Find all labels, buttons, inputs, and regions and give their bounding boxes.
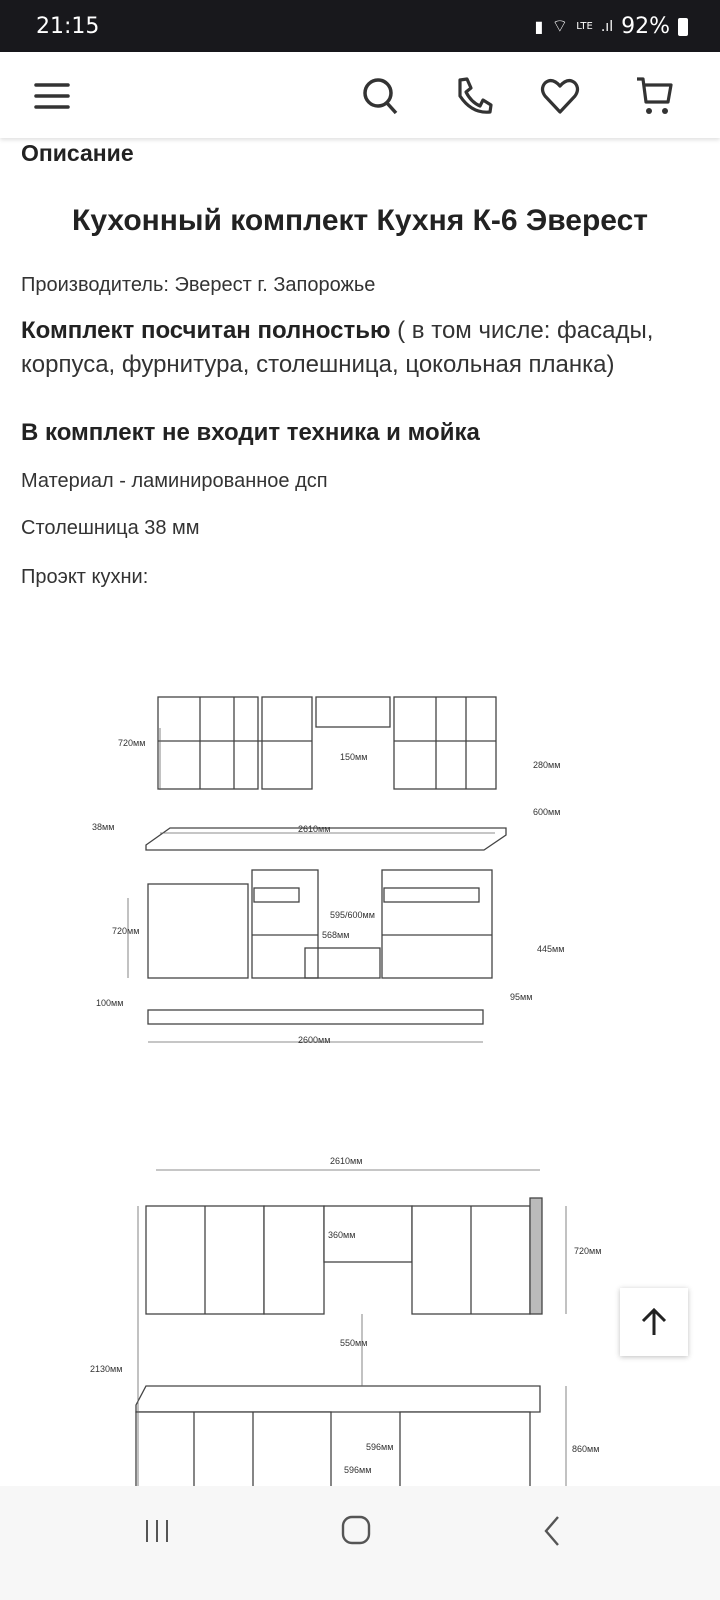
section-title: Описание (21, 140, 134, 166)
menu-icon[interactable] (30, 74, 74, 118)
dim-gap: 150мм (340, 752, 367, 762)
dim-lower-depth: 445мм (537, 944, 564, 954)
battery-icon (678, 17, 688, 36)
dim-plinth-height: 95мм (510, 992, 532, 1002)
status-time: 21:15 (36, 14, 100, 39)
scroll-to-top-button[interactable] (620, 1288, 688, 1356)
cart-icon[interactable] (634, 74, 678, 118)
dim-lower-height: 720мм (112, 926, 139, 936)
heart-icon[interactable] (538, 74, 582, 118)
dim-total-height: 2130мм (90, 1364, 122, 1374)
wifi-icon: ⌔ (551, 16, 569, 37)
home-icon[interactable] (340, 1514, 372, 1546)
dim-gap: 550мм (340, 1338, 367, 1348)
dim-oven-height: 595/600мм (330, 910, 375, 920)
battery-percent: 92% (621, 14, 670, 39)
dim-hood-height: 360мм (328, 1230, 355, 1240)
dim-oven-width: 568мм (322, 930, 349, 940)
dim-top-depth: 600мм (533, 807, 560, 817)
material-text: Материал - ламинированное дсп (21, 470, 328, 492)
battery-saver-icon: ▮ (534, 17, 544, 36)
no-appliances-text: В комплект не входит техника и мойка (21, 419, 480, 446)
dim-oven-width: 596мм (344, 1465, 371, 1475)
dim-upper-depth: 280мм (533, 760, 560, 770)
back-icon[interactable] (540, 1514, 564, 1548)
top-header (0, 52, 720, 138)
dim-legs: 100мм (96, 998, 123, 1008)
search-icon[interactable] (358, 74, 402, 118)
lte-icon: LTE (576, 21, 593, 32)
countertop-text: Столешница 38 мм (21, 517, 200, 539)
dim-total-width: 2610мм (330, 1156, 362, 1166)
arrow-up-icon (641, 1307, 667, 1335)
phone-icon[interactable] (452, 74, 496, 118)
dim-upper-height: 720мм (574, 1246, 601, 1256)
dim-lower-height: 860мм (572, 1444, 599, 1454)
manufacturer-text: Производитель: Эверест г. Запорожье (21, 274, 376, 296)
dim-top-length: 2610мм (298, 824, 330, 834)
kitchen-drawing-front: 2610мм 360мм 720мм 550мм 2130мм 860мм 59… (90, 1156, 601, 1486)
status-bar: 21:15 ▮ ⌔ LTE .ıl 92% (0, 0, 720, 52)
completeness-details: ( в том числе: фасады, корпуса, фурнитур… (21, 317, 654, 378)
system-nav-bar (0, 1486, 720, 1600)
signal-icon: .ıl (600, 18, 614, 35)
dim-top-thickness: 38мм (92, 822, 114, 832)
kitchen-drawing-modules: 720мм 150мм 280мм 38мм 2610мм 600мм 720м… (92, 696, 564, 1045)
dim-oven-height: 596мм (366, 1442, 393, 1452)
dim-plinth-length: 2600мм (298, 1035, 330, 1045)
product-title: Кухонный комплект Кухня К-6 Эверест (72, 204, 648, 237)
dim-upper-height: 720мм (118, 738, 145, 748)
project-text: Проэкт кухни: (21, 566, 149, 588)
completeness-bold: Комплект посчитан полностью (21, 317, 391, 344)
completeness-text: Комплект посчитан полностью ( в том числ… (21, 314, 701, 382)
recent-apps-icon[interactable] (142, 1516, 172, 1546)
